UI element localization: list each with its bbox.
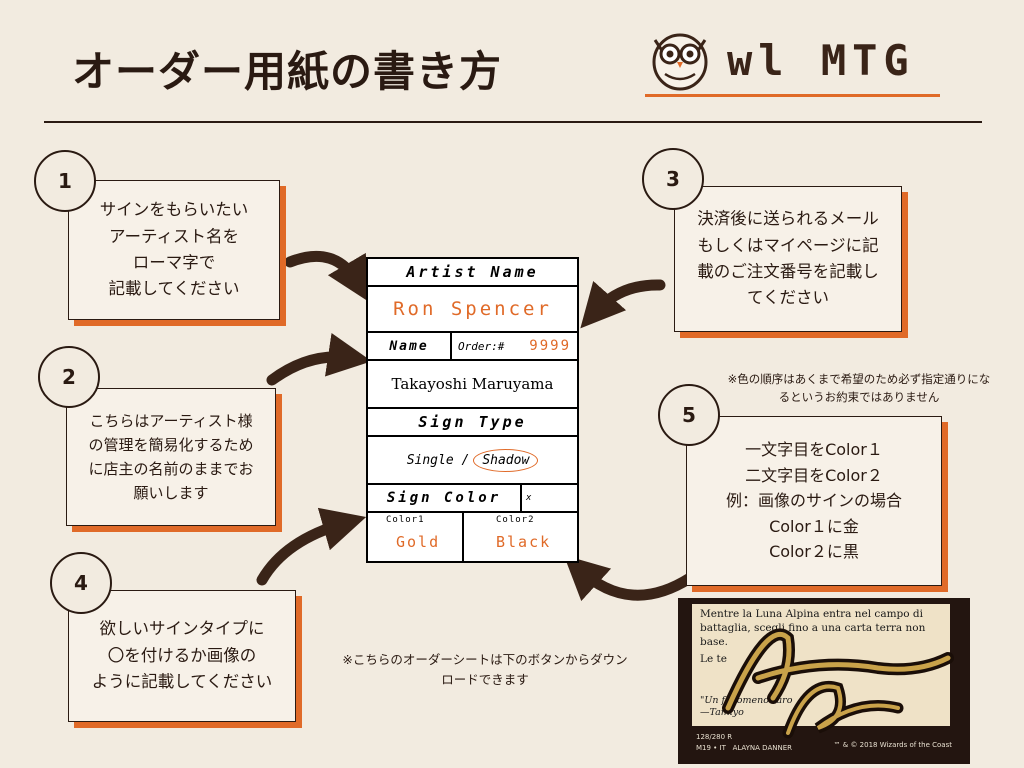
name-label-cell: Name — [368, 333, 452, 359]
sign-color-header: Sign Color x — [368, 485, 577, 513]
color2-label: Color2 — [496, 515, 535, 525]
logo: wl MTG — [645, 22, 940, 100]
order-label: Order:# — [458, 339, 505, 353]
card-flavor-line-1: "Un fenomeno raro — [700, 695, 793, 706]
card-set: M19 • IT — [696, 743, 726, 752]
step-1-badge: 1 — [34, 150, 96, 212]
color-row: Color1 Gold Color2 Black — [368, 513, 577, 561]
step-5-badge: 5 — [658, 384, 720, 446]
order-value: 9999 — [529, 338, 571, 354]
color2-cell: Color2 Black — [464, 513, 577, 561]
logo-underline — [645, 94, 940, 97]
arrow-3 — [580, 279, 666, 329]
card-flavor-text: "Un fenomeno raro —Tamiyo — [700, 695, 792, 719]
card-footer: 128/280 R M19 • IT ALAYNA DANNER ™ & © 2… — [696, 732, 958, 753]
arrow-2 — [266, 332, 372, 386]
name-value: Takayoshi Maruyama — [391, 375, 554, 393]
color1-cell: Color1 Gold — [368, 513, 464, 561]
card-copyright: ™ & © 2018 Wizards of the Coast — [833, 741, 952, 749]
step-4-card: 欲しいサインタイプに 〇を付けるか画像の ように記載してください — [68, 590, 296, 722]
artist-name-label: Artist Name — [406, 263, 539, 281]
color2-value: Black — [496, 533, 552, 551]
logo-text: wl MTG — [727, 36, 915, 85]
arrow-1 — [284, 250, 370, 302]
step-5-card: 一文字目をColor１ 二文字目をColor２ 例：画像のサインの場合 Colo… — [686, 416, 942, 586]
step-3-badge: 3 — [642, 148, 704, 210]
order-cell: Order:# 9999 — [452, 338, 577, 354]
order-form: Artist Name Ron Spencer Name Order:# 999… — [366, 257, 579, 563]
signature-icon — [722, 628, 954, 739]
step-2-badge: 2 — [38, 346, 100, 408]
name-label: Name — [389, 338, 429, 354]
artist-name-row: Ron Spencer — [368, 287, 577, 333]
name-value-row: Takayoshi Maruyama — [368, 361, 577, 409]
sign-type-row: Single / Shadow — [368, 437, 577, 485]
artist-name-value: Ron Spencer — [393, 298, 552, 320]
color1-label: Color1 — [386, 515, 425, 525]
header-divider — [44, 121, 982, 123]
card-rules-line-1: Mentre la Luna Alpina entra nel campo di… — [700, 608, 926, 648]
owl-icon — [652, 33, 708, 91]
step-5-text: 一文字目をColor１ 二文字目をColor２ 例：画像のサインの場合 Colo… — [725, 440, 902, 562]
step-3-text: 決済後に送られるメール もしくはマイページに記 載のご注文番号を記載し てくださ… — [697, 209, 879, 308]
step-4-badge: 4 — [50, 552, 112, 614]
sign-type-header: Sign Type — [368, 409, 577, 437]
arrow-5 — [563, 555, 696, 602]
sample-signed-card: Mentre la Luna Alpina entra nel campo di… — [678, 598, 970, 764]
color-order-note: ※色の順序はあくまで希望のため必ず指定通りになるというお約束ではありません — [727, 372, 991, 405]
arrow-4 — [256, 507, 367, 586]
sign-type-single: Single / — [406, 452, 470, 468]
step-4-text: 欲しいサインタイプに 〇を付けるか画像の ように記載してください — [91, 619, 273, 692]
card-rules-text: Mentre la Luna Alpina entra nel campo di… — [700, 608, 940, 666]
card-collector-number: 128/280 R — [696, 733, 733, 741]
name-order-row: Name Order:# 9999 — [368, 333, 577, 361]
card-set-line: M19 • IT ALAYNA DANNER — [696, 743, 958, 754]
download-note: ※こちらのオーダーシートは下のボタンからダウンロードできます — [342, 652, 628, 687]
card-flavor-line-2: —Tamiyo — [700, 706, 744, 718]
sign-type-shadow: Shadow — [473, 448, 539, 472]
sign-color-label-cell: Sign Color — [368, 485, 522, 511]
step-1-card: サインをもらいたい アーティスト名を ローマ字で 記載してください — [68, 180, 280, 320]
artist-name-header: Artist Name — [368, 259, 577, 287]
sign-color-label: Sign Color — [386, 490, 502, 506]
step-1-text: サインをもらいたい アーティスト名を ローマ字で 記載してください — [99, 200, 249, 299]
step-2-text: こちらはアーティスト様 の管理を簡易化するため に店主の名前のままでお 願いしま… — [88, 412, 254, 502]
card-artist: ALAYNA DANNER — [732, 743, 792, 752]
card-rules-line-2: Le te — [700, 652, 727, 665]
step-2-card: こちらはアーティスト様 の管理を簡易化するため に店主の名前のままでお 願いしま… — [66, 388, 276, 526]
color1-value: Gold — [396, 533, 441, 551]
page-title: オーダー用紙の書き方 — [72, 47, 503, 96]
step-3-card: 決済後に送られるメール もしくはマイページに記 載のご注文番号を記載し てくださ… — [674, 186, 902, 332]
sign-type-label: Sign Type — [418, 413, 527, 431]
sign-color-mark: x — [526, 493, 532, 503]
